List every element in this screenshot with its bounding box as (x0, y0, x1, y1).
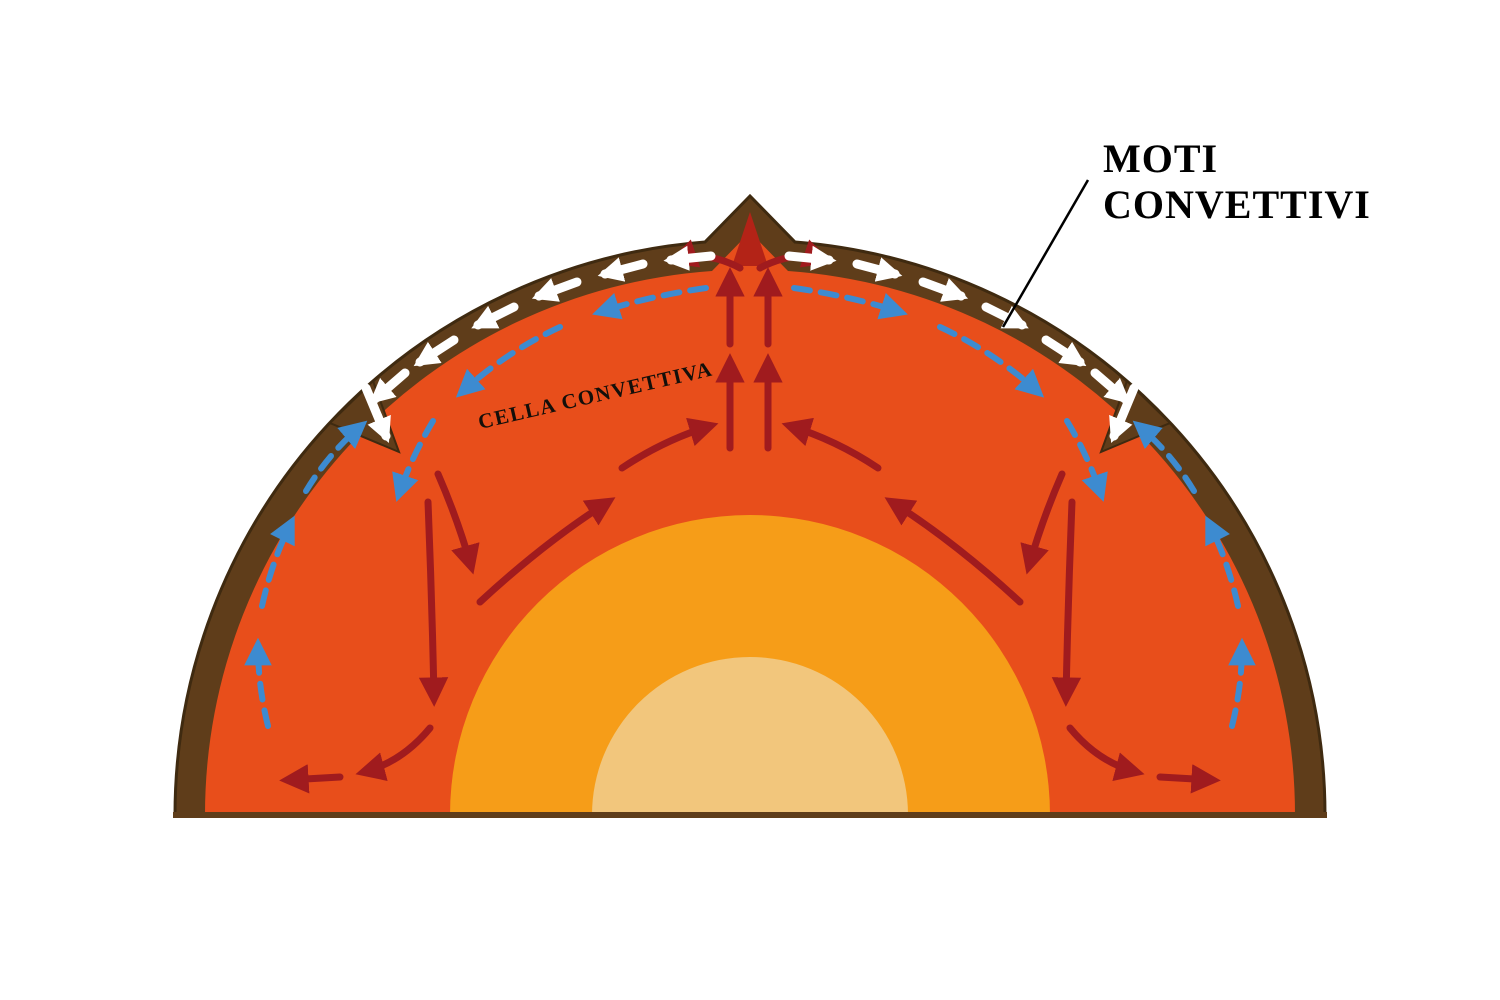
plate-arrow-left (663, 245, 716, 271)
plate-arrow-left (413, 335, 459, 367)
title-line-1: MOTI (1103, 136, 1218, 181)
bottom-flow-arrow-right (1156, 764, 1221, 794)
plate-arrow-right (1041, 335, 1087, 367)
undercrust-arrow-right (791, 285, 908, 320)
title-moti-convettivi: MOTI CONVETTIVI (1001, 136, 1371, 328)
undercrust-arrow-left (592, 285, 709, 320)
trench-plunge-arrow-right (1109, 383, 1139, 443)
flank-rise-arrow-right (1228, 637, 1256, 729)
flank-rise-arrow-left (259, 515, 295, 609)
core-return-arrow-right (884, 497, 1024, 606)
return-flow-arrow-right (781, 417, 882, 472)
cool-convection-arrows (244, 285, 1256, 729)
flank-rise-arrow-left (303, 420, 368, 494)
return-flow-arrow-left (618, 417, 719, 472)
undercrust-arrow-left (455, 324, 563, 398)
inner-core-layer (592, 657, 908, 815)
bottom-flow-arrow-left (355, 724, 434, 781)
outer-descent-arrow-left (418, 498, 449, 707)
plate-arrow-right (784, 245, 837, 271)
plate-arrow-left (531, 277, 582, 302)
undercrust-arrow-right (937, 324, 1045, 398)
slab-descent-arrow-left (434, 470, 480, 575)
plate-arrow-right (1090, 368, 1131, 404)
plate-arrow-right (918, 277, 969, 302)
earth-cross-section (173, 193, 1327, 817)
trench-plunge-arrow-left (361, 383, 391, 443)
plate-arrow-right (981, 302, 1029, 330)
flank-rise-arrow-left (244, 637, 272, 729)
plate-arrow-left (597, 257, 648, 282)
bottom-flow-arrow-right (1066, 724, 1145, 781)
outer-descent-arrow-right (1051, 498, 1082, 707)
flank-rise-arrow-right (1205, 515, 1241, 609)
plate-arrow-left (471, 302, 519, 330)
title-line-2: CONVETTIVI (1103, 182, 1371, 227)
trench-sink-arrow-right (1064, 418, 1108, 502)
title-leader-line (1001, 179, 1090, 328)
plate-motion-arrows (361, 245, 1139, 443)
plate-arrow-left (369, 368, 410, 404)
bottom-flow-arrow-left (279, 764, 344, 794)
plate-arrow-right (852, 257, 903, 282)
flank-rise-arrow-right (1132, 420, 1197, 494)
slab-descent-arrow-right (1020, 470, 1066, 575)
ridge-magma-triangle (732, 212, 768, 266)
trench-sink-arrow-left (392, 418, 436, 502)
core-return-arrow-left (476, 497, 616, 606)
